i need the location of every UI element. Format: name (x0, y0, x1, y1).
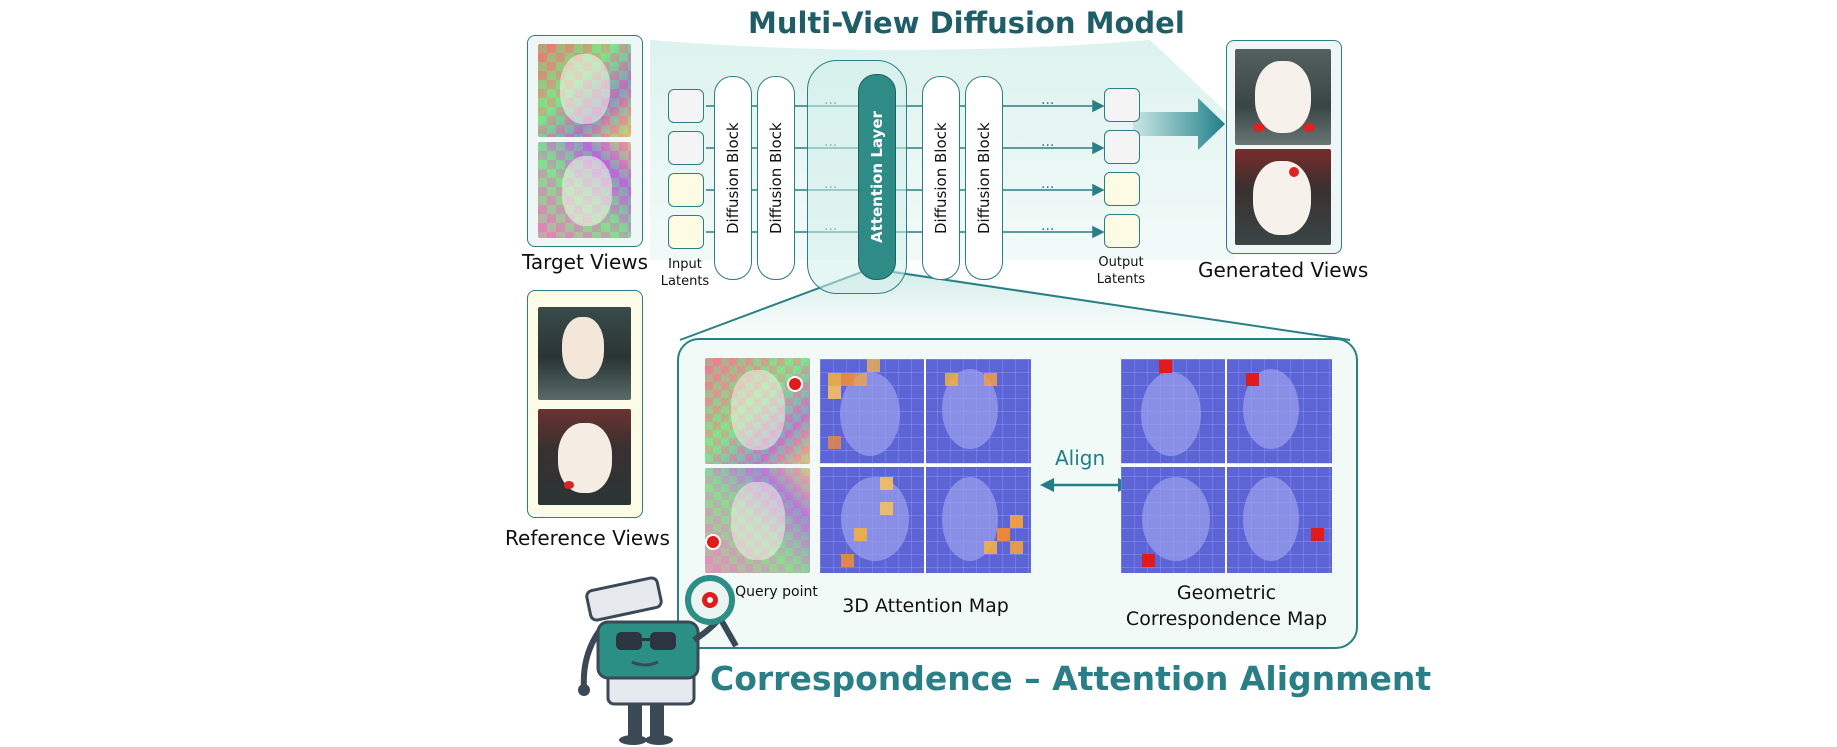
ellipsis: ... (1041, 92, 1055, 108)
diffusion-block-2: Diffusion Block (757, 76, 795, 280)
reference-view-1 (538, 307, 631, 400)
diffusion-block-1: Diffusion Block (714, 76, 752, 280)
correspondence-point (1311, 528, 1324, 541)
attention-hotspots (828, 359, 1023, 567)
attention-layer: Attention Layer (858, 74, 896, 280)
query-point-label: : Query point (726, 584, 818, 600)
diffusion-block-label: Diffusion Block (724, 122, 742, 234)
generated-view-2 (1235, 149, 1331, 245)
geometric-label-line-1: Geometric (1176, 582, 1277, 604)
ellipsis: ... (1041, 176, 1055, 192)
pipeline-lines (706, 99, 1105, 239)
diffusion-block-3: Diffusion Block (922, 76, 960, 280)
teddy-silhouette (731, 482, 785, 560)
teddy-paw (1253, 123, 1265, 132)
output-latent-4 (1104, 214, 1140, 248)
attention-layer-label: Attention Layer (868, 111, 886, 243)
output-latents-label: Output Latents (1096, 255, 1146, 287)
arrowhead (1092, 183, 1105, 197)
query-point-marker (787, 376, 803, 392)
reference-views-label: Reference Views (505, 526, 670, 550)
correspondence-point (1159, 360, 1172, 373)
query-view-1 (705, 358, 810, 464)
teddy-front (1255, 61, 1311, 133)
reference-views-frame (527, 290, 643, 518)
correspondence-map-panel (1121, 359, 1332, 573)
attention-map-panel (820, 359, 1031, 573)
teddy-back (562, 317, 604, 379)
generated-views-frame (1226, 40, 1342, 254)
input-latents-label: Input Latents (660, 257, 710, 289)
teddy-paw (564, 481, 574, 489)
output-latent-2 (1104, 130, 1140, 164)
teddy-side (1253, 161, 1311, 235)
diffusion-block-4: Diffusion Block (965, 76, 1003, 280)
generated-view-1 (1235, 49, 1331, 145)
footer-title: Correspondence – Attention Alignment (710, 659, 1432, 698)
ellipsis: ... (1041, 218, 1055, 234)
output-arrow (1133, 98, 1225, 150)
target-views-frame (527, 35, 643, 247)
input-latent-1 (668, 89, 704, 123)
target-view-1 (538, 44, 631, 137)
teddy-ear (1289, 167, 1299, 177)
geometric-label-line-2: Correspondence Map (1125, 608, 1328, 630)
diffusion-block-label: Diffusion Block (932, 122, 950, 234)
arrowhead (1092, 141, 1105, 155)
target-view-2 (538, 142, 631, 238)
input-latent-4 (668, 215, 704, 249)
correspondence-point (1246, 373, 1259, 386)
attention-map-label: 3D Attention Map (842, 595, 1009, 617)
teddy-paw (1303, 123, 1315, 132)
output-latent-3 (1104, 172, 1140, 206)
teddy-silhouette (731, 370, 785, 450)
diffusion-block-label: Diffusion Block (975, 122, 993, 234)
query-view-2 (705, 468, 810, 573)
cone-edge-right (892, 271, 1351, 341)
align-label: Align (1055, 446, 1106, 470)
generated-views-label: Generated Views (1198, 258, 1369, 282)
input-latent-2 (668, 131, 704, 165)
arrowhead (1092, 99, 1105, 113)
diagram-title: Multi-View Diffusion Model (748, 6, 1185, 40)
arrowhead (1092, 225, 1105, 239)
teddy-silhouette (562, 156, 612, 226)
ellipsis: ... (1041, 134, 1055, 150)
diffusion-block-label: Diffusion Block (767, 122, 785, 234)
output-latent-1 (1104, 88, 1140, 122)
robot-mascot-icon (578, 575, 739, 745)
target-views-label: Target Views (521, 250, 649, 274)
input-latent-3 (668, 173, 704, 207)
align-arrow (1040, 478, 1132, 492)
reference-view-2 (538, 409, 631, 505)
query-point-marker (705, 534, 721, 550)
teddy-silhouette (560, 54, 610, 124)
correspondence-point (1142, 554, 1155, 567)
